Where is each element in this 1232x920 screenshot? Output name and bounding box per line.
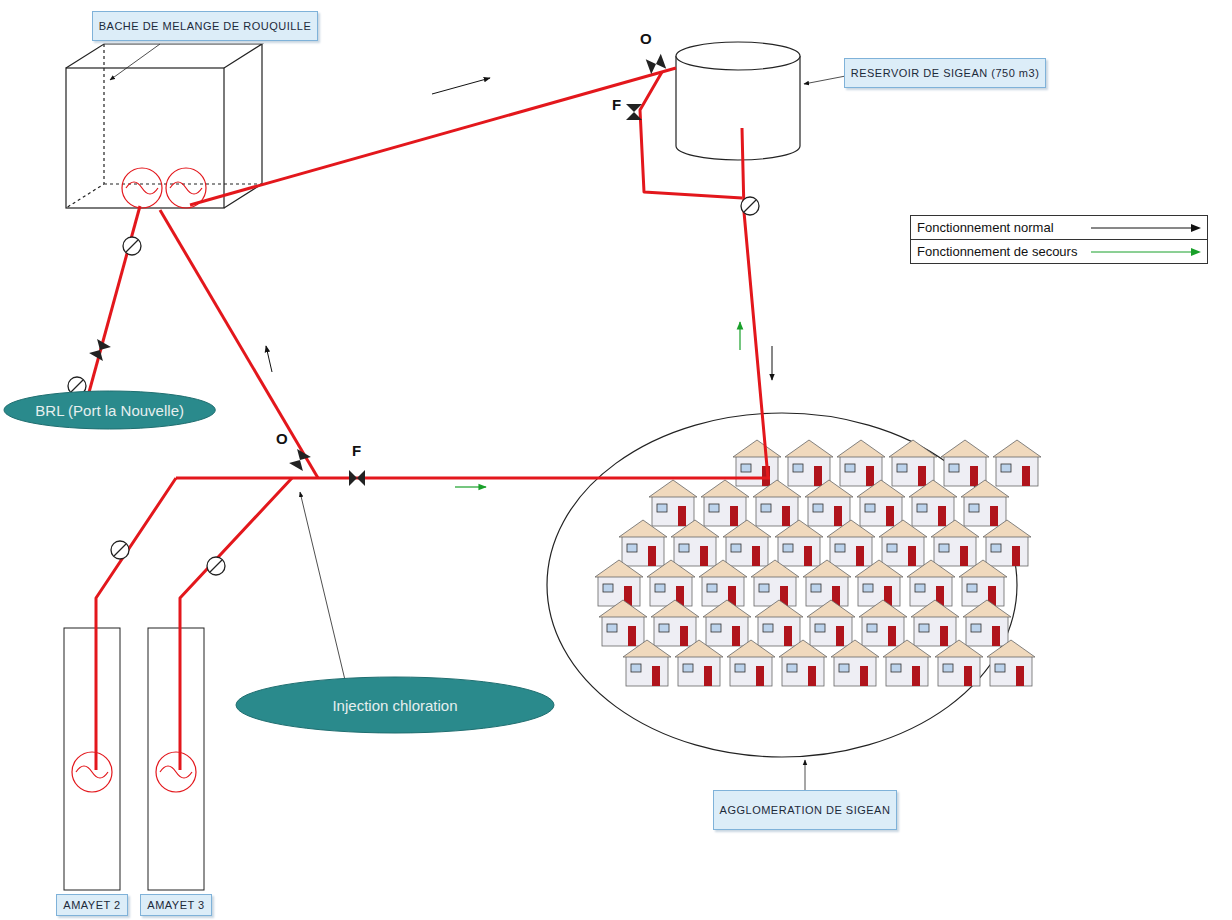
valve-state: O — [640, 30, 652, 47]
callout-box: AMAYET 2 — [56, 894, 127, 916]
well — [64, 628, 120, 890]
valve-state: F — [612, 96, 621, 113]
meters — [68, 197, 759, 575]
flow-arrow — [432, 78, 490, 94]
callout-box: RESERVOIR DE SIGEAN (750 m3) — [844, 58, 1047, 88]
callout-box: AGGLOMERATION DE SIGEAN — [713, 790, 898, 830]
backup-arrow — [739, 322, 740, 350]
node-text: AMAYET 2 — [63, 899, 120, 911]
node-text: AMAYET 3 — [147, 899, 204, 911]
flow-arrow — [266, 346, 272, 372]
valve-state: O — [276, 430, 288, 447]
valve-state: F — [352, 442, 361, 459]
mixing-tank — [66, 44, 262, 208]
legend-row: Fonctionnement de secours — [911, 239, 1207, 263]
callout-box: BACHE DE MELANGE DE ROUQUILLE — [92, 11, 319, 41]
flow-arrow — [772, 346, 773, 380]
town-outline — [547, 413, 1017, 757]
ellipse-label: BRL (Port la Nouvelle) — [3, 390, 216, 430]
legend-sample — [1091, 246, 1201, 258]
leader-line — [110, 44, 160, 80]
leader-line — [300, 492, 345, 680]
legend-row: Fonctionnement normal — [911, 216, 1207, 239]
node-text: BACHE DE MELANGE DE ROUQUILLE — [99, 20, 312, 32]
node-text: BRL (Port la Nouvelle) — [35, 402, 184, 419]
legend-sample — [1091, 222, 1201, 234]
reservoir-cylinder — [676, 42, 800, 160]
node-text: AGGLOMERATION DE SIGEAN — [720, 804, 891, 816]
callout-box: AMAYET 3 — [140, 894, 211, 916]
node-text: RESERVOIR DE SIGEAN (750 m3) — [851, 67, 1040, 79]
leader-line — [805, 760, 806, 790]
legend-text: Fonctionnement de secours — [917, 244, 1077, 259]
legend: Fonctionnement normalFonctionnement de s… — [910, 215, 1208, 264]
ellipse-label: Injection chloration — [235, 676, 555, 734]
backup-arrow — [455, 486, 486, 487]
node-text: Injection chloration — [332, 697, 457, 714]
pumps — [72, 168, 206, 792]
well — [148, 628, 204, 890]
legend-text: Fonctionnement normal — [917, 220, 1054, 235]
